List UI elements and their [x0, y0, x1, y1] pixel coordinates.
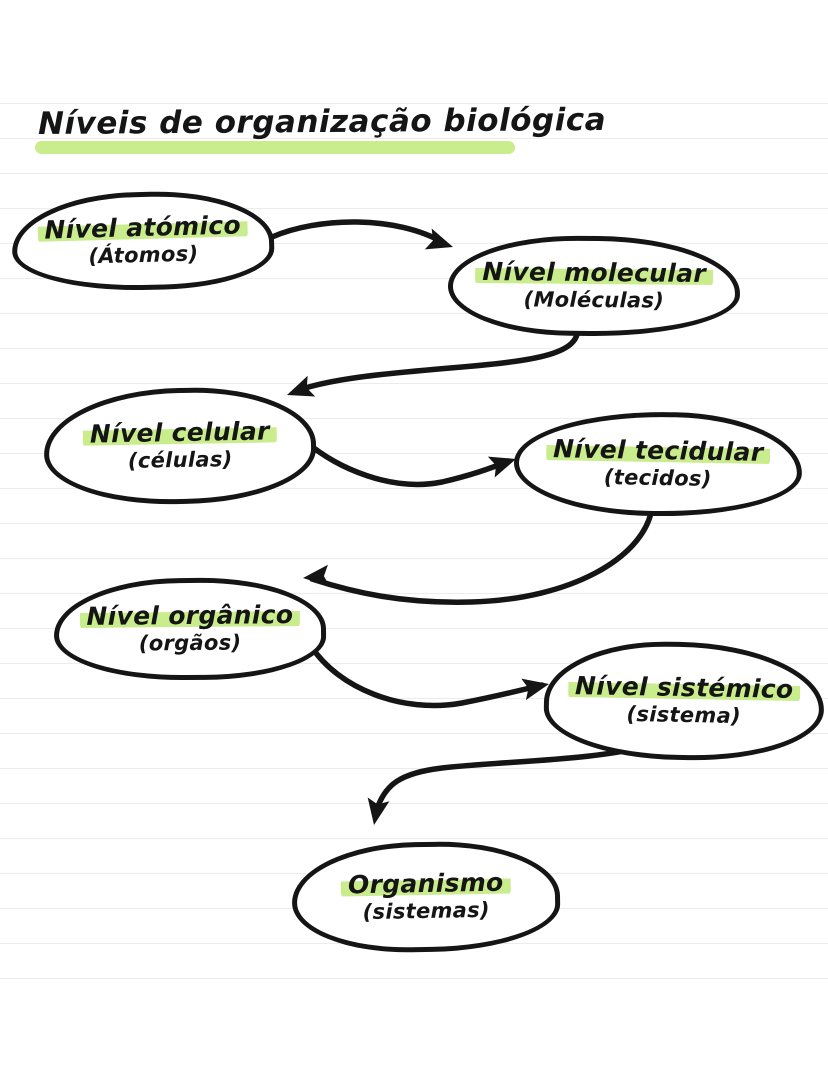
arrow-tecidular-to-organico	[309, 510, 654, 605]
node-label: Nível molecular	[475, 257, 714, 289]
node-nivel-organico: Nível orgânico (orgãos)	[53, 576, 327, 682]
page-title: Níveis de organização biológica	[37, 102, 607, 142]
title-highlight	[35, 141, 515, 154]
node-sublabel: (Átomos)	[88, 241, 199, 269]
arrow-molecular-to-celular	[293, 321, 581, 394]
arrowhead-molecular	[424, 228, 453, 250]
arrow-atomico-to-molecular	[269, 219, 447, 246]
node-label: Nível sistémico	[567, 671, 801, 705]
node-sublabel: (células)	[127, 446, 233, 473]
node-sublabel: (orgãos)	[138, 630, 242, 656]
node-sublabel: (tecidos)	[603, 464, 712, 491]
node-label: Nível celular	[82, 416, 277, 450]
arrowhead-celular	[287, 375, 316, 397]
arrowhead-sistemico	[521, 678, 549, 701]
arrow-celular-to-tecidular	[302, 438, 511, 488]
arrow-sistemico-to-organismo	[372, 740, 661, 819]
node-sublabel: (sistema)	[626, 701, 742, 728]
arrowhead-tecidular	[487, 456, 516, 478]
node-sublabel: (sistemas)	[362, 897, 491, 924]
node-label: Nível atómico	[37, 210, 249, 246]
node-label: Nível orgânico	[79, 600, 301, 632]
arrowhead-organismo	[367, 797, 390, 825]
arrowhead-organico	[303, 564, 330, 587]
node-label: Nível tecidular	[545, 434, 771, 468]
arrow-organico-to-sistemico	[308, 643, 545, 709]
node-label: Organismo	[340, 868, 511, 901]
node-sublabel: (Moléculas)	[523, 287, 665, 313]
